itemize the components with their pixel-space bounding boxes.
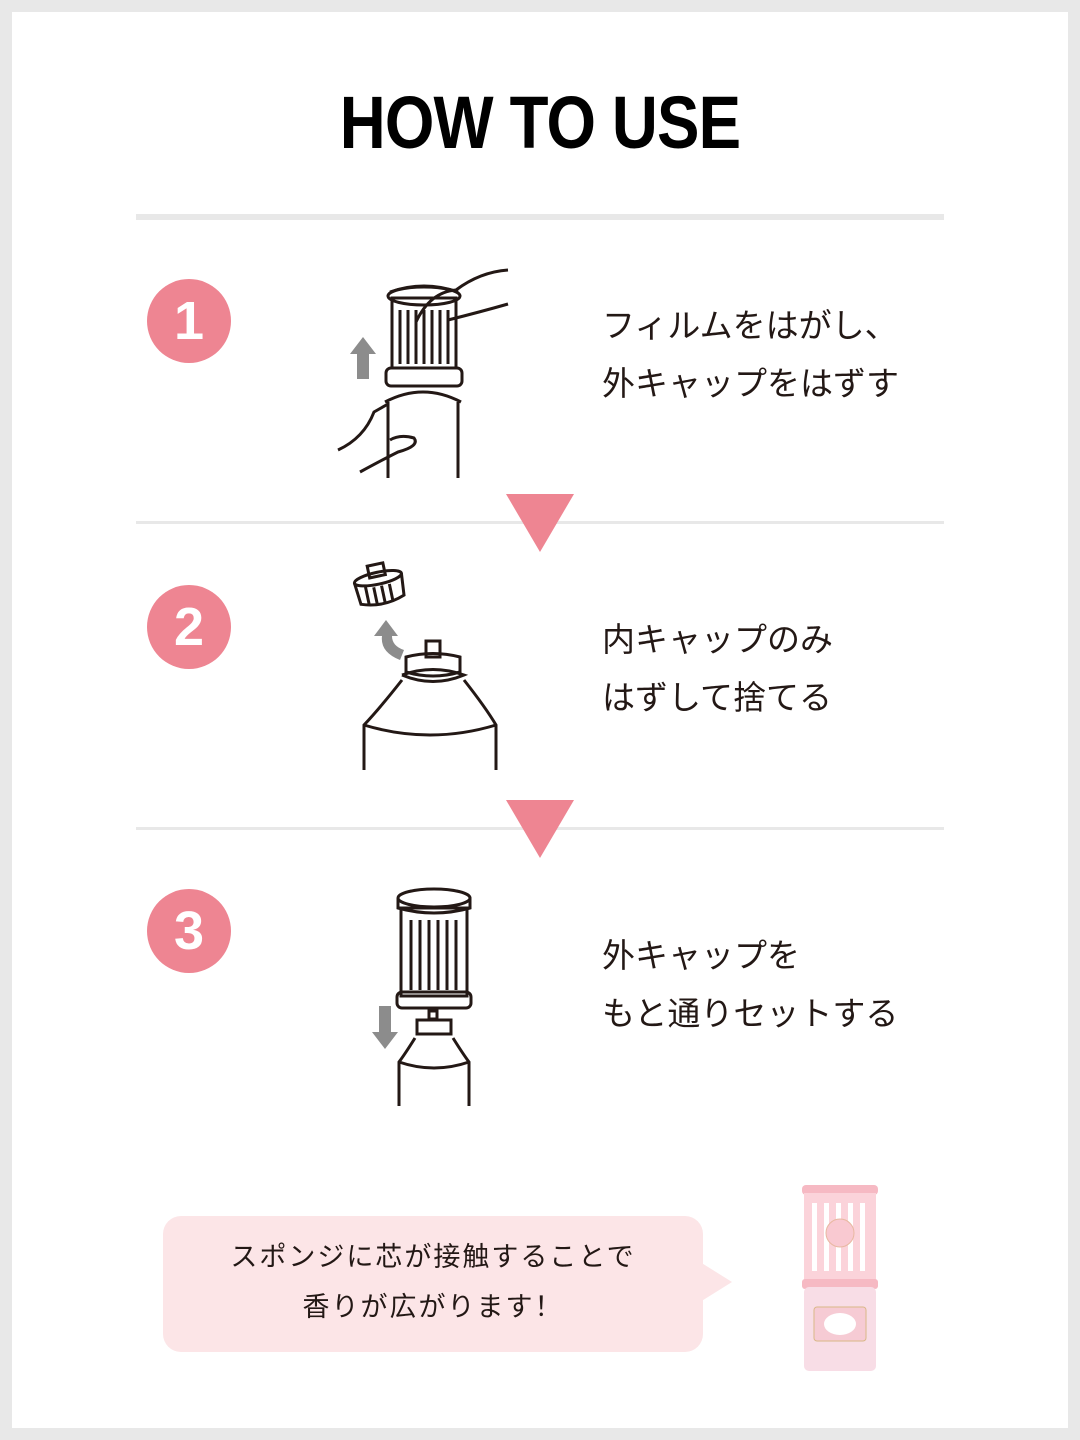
step-2-line-2: はずして捨てる: [602, 678, 833, 717]
step-2-number-badge: 2: [147, 585, 231, 669]
arrow-down-icon: [372, 1006, 398, 1049]
remove-inner-cap-illustration: [352, 561, 498, 770]
product-image: [802, 1185, 878, 1371]
step-3-number-badge: 3: [147, 889, 231, 973]
down-triangle-icon: [506, 800, 574, 858]
remove-outer-cap-illustration: [337, 268, 509, 478]
step-1-instructions: フィルムをはがし、 外キャップをはずす: [602, 297, 899, 413]
page-panel: [12, 12, 1068, 1428]
page-title: HOW TO USE: [339, 81, 741, 164]
title-divider: [136, 214, 944, 220]
step-2-line-1: 内キャップのみ: [602, 620, 833, 659]
arrow-curved-up-icon: [374, 620, 404, 660]
note-line-1: スポンジに芯が接触することで: [230, 1242, 636, 1273]
speech-bubble-tail: [700, 1262, 732, 1302]
step-1-number-badge: 1: [147, 279, 231, 363]
step-3-instructions: 外キャップを もと通りセットする: [602, 927, 898, 1043]
step-3-line-2: もと通りセットする: [602, 994, 899, 1033]
step-3-line-1: 外キャップを: [602, 936, 800, 975]
note-speech-bubble: [163, 1216, 703, 1352]
step-1-line-1: フィルムをはがし、: [602, 306, 898, 345]
down-triangle-icon: [506, 494, 574, 552]
step-1-line-2: 外キャップをはずす: [602, 364, 899, 403]
step-2-instructions: 内キャップのみ はずして捨てる: [602, 611, 833, 727]
replace-outer-cap-illustration: [372, 887, 473, 1106]
note-text: スポンジに芯が接触することで 香りが広がります！: [163, 1233, 703, 1333]
arrow-up-icon: [350, 337, 376, 379]
note-line-2: 香りが広がります！: [302, 1292, 564, 1323]
